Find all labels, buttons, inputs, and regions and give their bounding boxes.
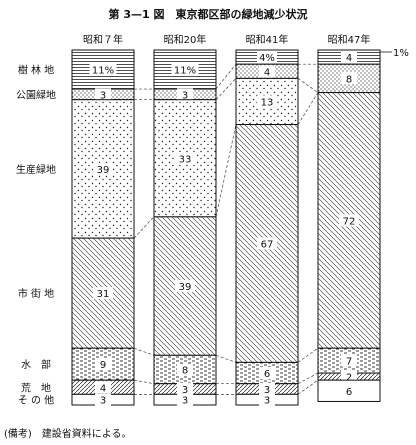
connector-line [215, 124, 237, 217]
data-label: 33 [179, 154, 192, 165]
connector-line [133, 347, 155, 356]
connector-lines [133, 63, 319, 395]
data-label-bg [177, 363, 193, 376]
data-label: 6 [346, 387, 352, 398]
data-label: 9 [100, 360, 106, 371]
data-label: 31 [97, 289, 110, 300]
data-label-bg [177, 383, 193, 396]
data-label: 7 [346, 357, 352, 368]
data-label: 13 [261, 97, 274, 108]
data-label: 4% [259, 53, 275, 64]
data-label: 3 [100, 90, 106, 101]
category-label: 昭和20年 [164, 33, 207, 46]
data-label: 6 [264, 369, 270, 380]
connector-line [133, 379, 155, 385]
series-label: そ の 他 [18, 394, 54, 407]
category-label: 昭和41年 [246, 33, 289, 46]
data-label-bg [171, 63, 199, 76]
data-label: 11% [92, 66, 114, 77]
data-label-bg [95, 358, 111, 371]
series-label: 市 街 地 [18, 287, 54, 300]
data-label: 4 [100, 383, 106, 394]
connector-line [297, 92, 319, 125]
connector-line [297, 78, 319, 93]
annotation: 1% [380, 48, 409, 59]
series-label: 公園緑地 [16, 88, 56, 101]
series-label: 生産緑地 [16, 163, 56, 176]
series-label: 水 部 [21, 358, 51, 371]
data-label-bg [95, 381, 111, 394]
data-label: 3 [264, 385, 270, 396]
data-label: 67 [261, 239, 274, 250]
data-label: 3 [182, 385, 188, 396]
category-label: 昭和47年 [328, 33, 371, 46]
connector-line [297, 372, 319, 385]
category-label: 昭和７年 [83, 33, 123, 46]
data-label: 8 [346, 74, 352, 85]
connector-line [215, 78, 237, 100]
data-label-bg [341, 370, 357, 383]
data-label: 3 [264, 396, 270, 407]
data-label-bg [259, 383, 275, 396]
data-label-bg [177, 393, 193, 406]
data-label-bg [93, 162, 113, 175]
chart-title: 第 3—1 図 東京都区部の緑地減少状況 [109, 7, 308, 21]
data-label-bg [341, 384, 357, 397]
data-label: 3 [182, 90, 188, 101]
data-label-bg [95, 393, 111, 406]
data-label-bg [177, 88, 193, 101]
connector-line [297, 379, 319, 395]
data-label: 72 [343, 216, 356, 227]
data-label: 4 [346, 53, 352, 64]
series-label: 荒 地 [21, 381, 51, 394]
data-label: 39 [179, 282, 192, 293]
data-label-bg [93, 287, 113, 300]
data-label-bg [259, 367, 275, 380]
data-label: 39 [97, 165, 110, 176]
connector-line [133, 216, 155, 239]
data-label-bg [175, 280, 195, 293]
connector-line [215, 63, 237, 90]
data-label-bg [175, 152, 195, 165]
data-label: 3 [100, 396, 106, 407]
data-label: 8 [182, 366, 188, 377]
data-label-bg [341, 354, 357, 367]
series-label: 樹 林 地 [18, 64, 54, 77]
data-label: 3 [182, 396, 188, 407]
connector-line [297, 347, 319, 363]
data-label-bg [257, 237, 277, 250]
data-label-bg [259, 393, 275, 406]
category-labels: 昭和７年 昭和20年 昭和41年 昭和47年 [83, 33, 370, 46]
source-note: (備考) 建設省資料による。 [4, 427, 132, 440]
data-label-bg [95, 88, 111, 101]
data-label: 4 [264, 67, 270, 78]
data-label-bg [341, 51, 357, 64]
connector-line [215, 354, 237, 363]
data-label-bg [339, 214, 359, 227]
data-label-bg [341, 72, 357, 85]
data-label: 2 [346, 373, 352, 384]
data-label-bg [257, 95, 277, 108]
data-label-bg [259, 65, 275, 78]
annotation-label: 1% [393, 48, 409, 59]
data-label-bg [257, 51, 277, 64]
data-label-bg [89, 63, 117, 76]
data-label: 11% [174, 66, 196, 77]
